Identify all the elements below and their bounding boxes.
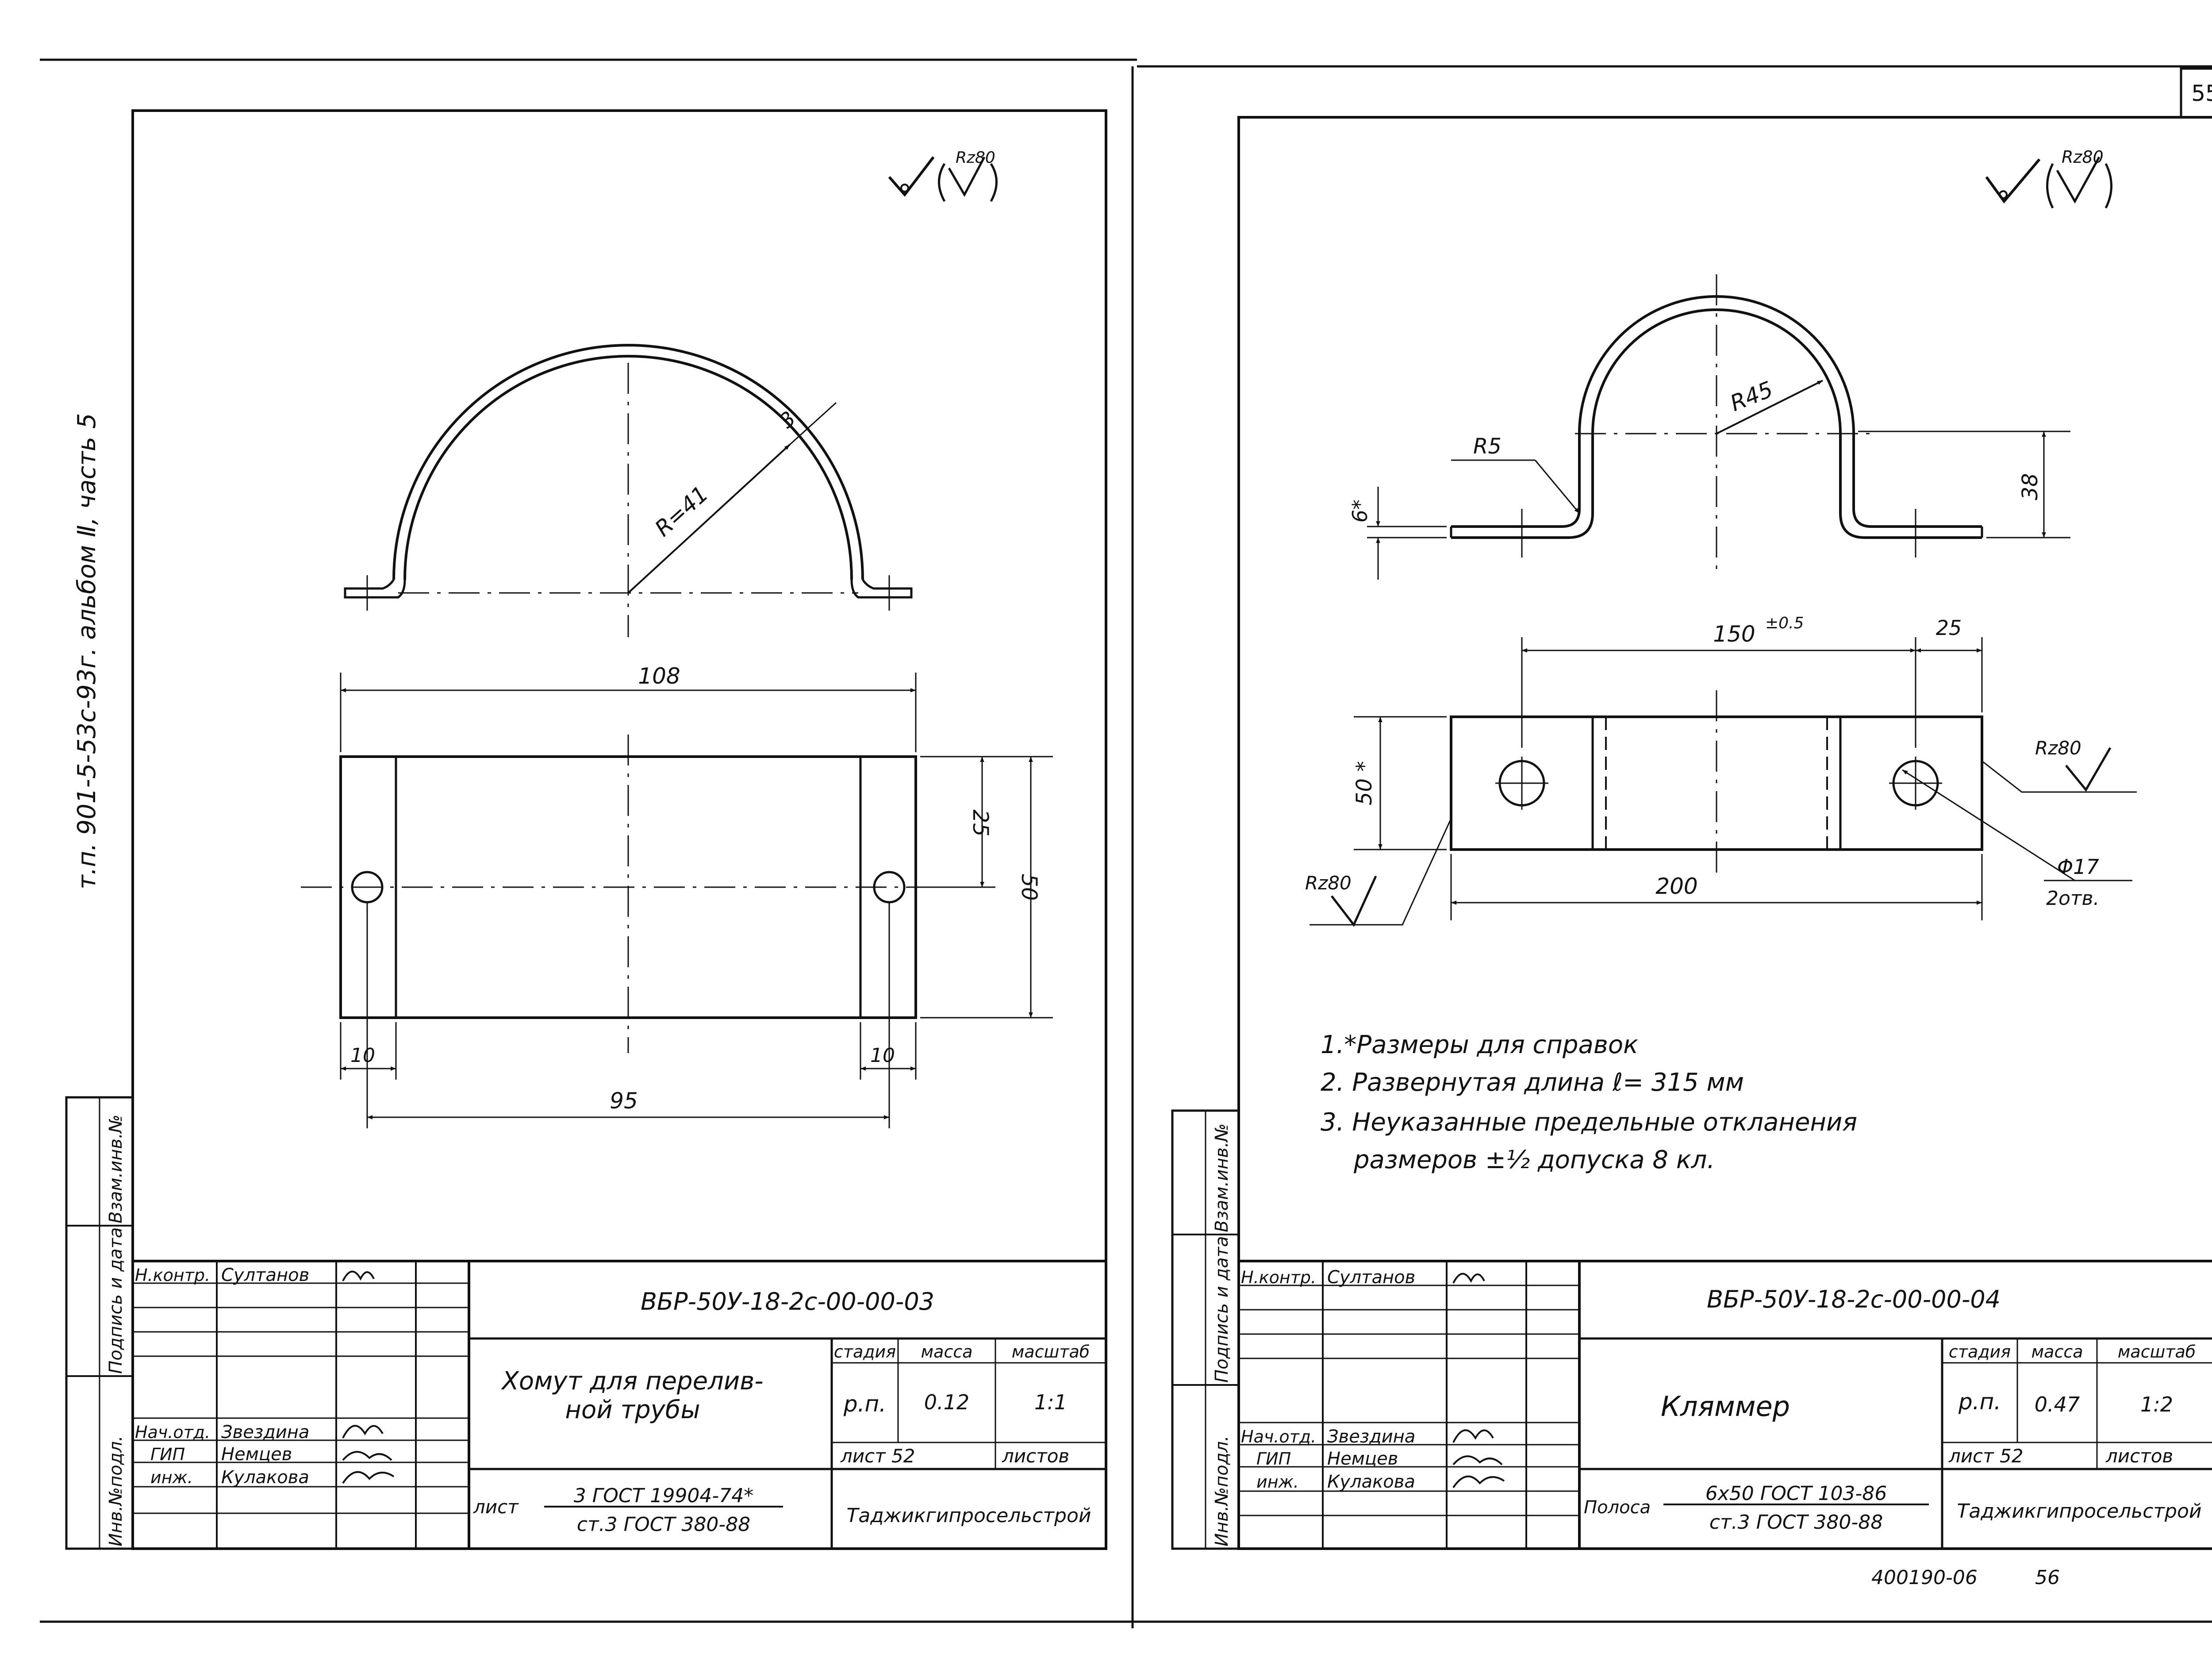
dim-hole-dia: Φ17 xyxy=(2057,855,2099,879)
mass-header-r: масса xyxy=(2031,1342,2083,1361)
roughness-label: Rz80 xyxy=(956,149,995,167)
part-name-line2: ной трубы xyxy=(565,1396,700,1424)
dim-radius-inner: R45 xyxy=(1727,376,1777,416)
side-label-replace: Взам.инв.№ xyxy=(106,1115,126,1223)
roughness-symbol: Rz80 xyxy=(888,149,998,202)
scale-header: масштаб xyxy=(1012,1342,1090,1361)
clamp-plan-view: 108 25 50 10 10 95 xyxy=(301,663,1053,1128)
material-bottom-r: ст.3 ГОСТ 380-88 xyxy=(1709,1511,1883,1534)
side-label-inventory: Инв.№подл. xyxy=(106,1435,126,1546)
bottom-page: 56 xyxy=(2035,1566,2060,1589)
dim-hole-spacing: 95 xyxy=(610,1088,638,1114)
dim-half-width: 25 xyxy=(968,809,993,836)
page-number: 55 xyxy=(2191,81,2212,106)
dim-hole-spacing-r: 150 xyxy=(1713,621,1755,647)
dim-hole-count: 2отв. xyxy=(2046,887,2099,910)
dim-width: 50 xyxy=(1017,873,1041,900)
dim-end-offset: 25 xyxy=(1936,616,1962,640)
material-top-r: 6x50 ГОСТ 103-86 xyxy=(1705,1482,1887,1505)
note-1: 1.*Размеры для справок xyxy=(1321,1031,1638,1059)
left-frame xyxy=(131,109,1107,1550)
role-gip-r: ГИП xyxy=(1256,1449,1291,1469)
side-label-replace-r: Взам.инв.№ xyxy=(1212,1123,1232,1232)
role-n-kontr: Н.контр. xyxy=(135,1265,210,1285)
roughness-symbol-r: Rz80 xyxy=(1985,147,2112,209)
role-nach-otd-r: Нач.отд. xyxy=(1241,1427,1316,1446)
name-kulakova: Кулакова xyxy=(221,1467,309,1488)
material-prefix: лист xyxy=(473,1496,519,1518)
scale-value: 1:1 xyxy=(1034,1390,1067,1414)
name-sultanov-r: Султанов xyxy=(1327,1267,1415,1288)
mass-value-r: 0.47 xyxy=(2035,1392,2080,1416)
designation: ВБР-50У-18-2с-00-00-03 xyxy=(641,1288,934,1315)
organization-r: Таджикгипросельстрой xyxy=(1957,1500,2202,1523)
rz-right: Rz80 xyxy=(2035,737,2081,759)
left-title-block: Н.контр. Султанов Нач.отд. Звездина ГИП … xyxy=(131,1260,1107,1550)
note-4: размеров ±½ допуска 8 кл. xyxy=(1353,1146,1715,1174)
side-label-inventory-r: Инв.№подл. xyxy=(1212,1435,1232,1546)
signature-marks xyxy=(342,1270,395,1484)
right-sheet: Взам.инв.№ Подпись и дата Инв.№подл. Rz8… xyxy=(1171,116,2212,1589)
stage-value: р.п. xyxy=(843,1391,886,1417)
dim-radius: R=41 xyxy=(650,481,713,542)
signature-marks-r xyxy=(1452,1273,1505,1488)
role-inzh: инж. xyxy=(150,1468,193,1487)
stage-header-r: стадия xyxy=(1949,1342,2011,1361)
scale-header-r: масштаб xyxy=(2118,1342,2196,1361)
mass-value: 0.12 xyxy=(924,1390,969,1414)
dim-radius-bend: R5 xyxy=(1473,434,1502,459)
scale-value-r: 1:2 xyxy=(2140,1392,2173,1416)
material-prefix-r: Полоса xyxy=(1584,1497,1651,1518)
name-nemtsev-r: Немцев xyxy=(1327,1449,1398,1469)
role-n-kontr-r: Н.контр. xyxy=(1241,1268,1316,1287)
clamp-front-view: R=41 3 xyxy=(344,344,913,637)
role-inzh-r: инж. xyxy=(1256,1472,1299,1492)
note-3: 3. Неуказанные предельные откланения xyxy=(1321,1108,1857,1137)
dim-end-right: 10 xyxy=(870,1044,895,1067)
name-sultanov: Султанов xyxy=(221,1265,309,1285)
material-bottom: ст.3 ГОСТ 380-88 xyxy=(577,1513,750,1536)
dim-thickness-r: 6* xyxy=(1348,500,1372,523)
roughness-label-r: Rz80 xyxy=(2062,147,2104,167)
sheet-label-r: лист 52 xyxy=(1948,1445,2024,1467)
dim-end-left: 10 xyxy=(350,1044,375,1067)
side-note: т.п. 901-5-53с-93г. альбом Ⅱ, часть 5 xyxy=(73,413,101,889)
role-gip: ГИП xyxy=(150,1445,185,1464)
dim-height: 38 xyxy=(2018,473,2043,500)
rz-left: Rz80 xyxy=(1305,872,1352,894)
name-zvezdina-r: Звездина xyxy=(1327,1427,1415,1447)
side-label-signature-r: Подпись и дата xyxy=(1212,1236,1232,1383)
name-nemtsev: Немцев xyxy=(221,1444,292,1465)
dim-thickness: 3 xyxy=(775,406,800,433)
stage-header: стадия xyxy=(834,1342,896,1361)
dim-overall-length: 108 xyxy=(638,663,680,689)
dim-hole-spacing-tol: ±0.5 xyxy=(1765,614,1804,632)
stage-value-r: р.п. xyxy=(1958,1389,2001,1415)
sheets-label: листов xyxy=(1002,1445,1069,1467)
mass-header: масса xyxy=(921,1342,972,1361)
designation-r: ВБР-50У-18-2с-00-00-04 xyxy=(1707,1285,2001,1313)
dim-length: 200 xyxy=(1655,873,1697,899)
side-label-signature: Подпись и дата xyxy=(106,1227,126,1374)
left-sheet: Взам.инв.№ Подпись и дата Инв.№подл. Rz8… xyxy=(65,109,1107,1550)
sheets-label-r: листов xyxy=(2105,1445,2173,1467)
part-name-r: Кляммер xyxy=(1661,1390,1790,1423)
bottom-code: 400190-06 xyxy=(1871,1566,1978,1589)
klyammer-front-view: R45 R5 38 6* xyxy=(1348,274,2070,580)
organization: Таджикгипросельстрой xyxy=(847,1504,1091,1527)
klyammer-plan-view: 150 ±0.5 25 50 * 200 Φ17 2отв. Rz80 xyxy=(1305,614,2137,927)
sheet-label: лист 52 xyxy=(840,1445,915,1467)
note-2: 2. Развернутая длина ℓ= 315 мм xyxy=(1321,1068,1744,1097)
dim-width-r: 50 * xyxy=(1352,761,1377,805)
material-top: 3 ГОСТ 19904-74* xyxy=(574,1485,754,1507)
name-zvezdina: Звездина xyxy=(221,1422,309,1442)
name-kulakova-r: Кулакова xyxy=(1327,1472,1415,1492)
notes: 1.*Размеры для справок 2. Развернутая дл… xyxy=(1321,1031,1857,1174)
right-title-block: Н.контр. Султанов Нач.отд. Звездина ГИП … xyxy=(1237,1260,2212,1550)
part-name-line1: Хомут для перелив- xyxy=(501,1367,764,1396)
role-nach-otd: Нач.отд. xyxy=(135,1423,210,1442)
